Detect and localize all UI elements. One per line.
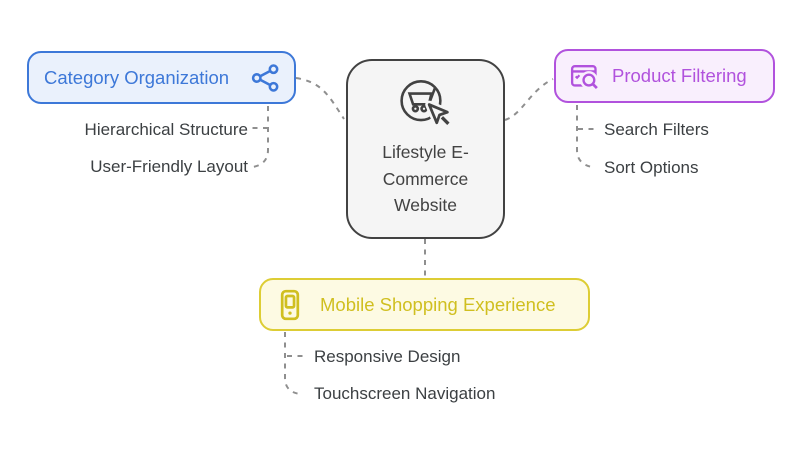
mobile-shopping-experience-label: Mobile Shopping Experience (320, 293, 556, 315)
node-category-organization[interactable]: Category Organization (27, 51, 296, 104)
share-network-icon (248, 61, 282, 95)
leaf-search-filters[interactable]: Search Filters (604, 120, 709, 139)
leaf-responsive-design[interactable]: Responsive Design (314, 347, 461, 366)
leaf-user-friendly-layout[interactable]: User-Friendly Layout (90, 157, 248, 176)
leaf-hierarchical-structure[interactable]: Hierarchical Structure (84, 120, 248, 139)
leaf-touchscreen-navigation[interactable]: Touchscreen Navigation (314, 384, 496, 403)
search-list-icon (567, 60, 602, 93)
shopping-cart-cursor-icon (393, 76, 459, 134)
leaf-sort-options[interactable]: Sort Options (604, 158, 699, 177)
node-mobile-shopping-experience[interactable]: Mobile Shopping Experience (259, 278, 590, 331)
center-node-label: Lifestyle E-Commerce Website (382, 142, 469, 215)
category-organization-label: Category Organization (44, 66, 230, 88)
smartphone-icon (272, 287, 308, 323)
node-product-filtering[interactable]: Product Filtering (554, 49, 775, 103)
product-filtering-label: Product Filtering (612, 65, 747, 86)
node-lifestyle-ecommerce-website[interactable]: Lifestyle E-Commerce Website (346, 59, 505, 239)
